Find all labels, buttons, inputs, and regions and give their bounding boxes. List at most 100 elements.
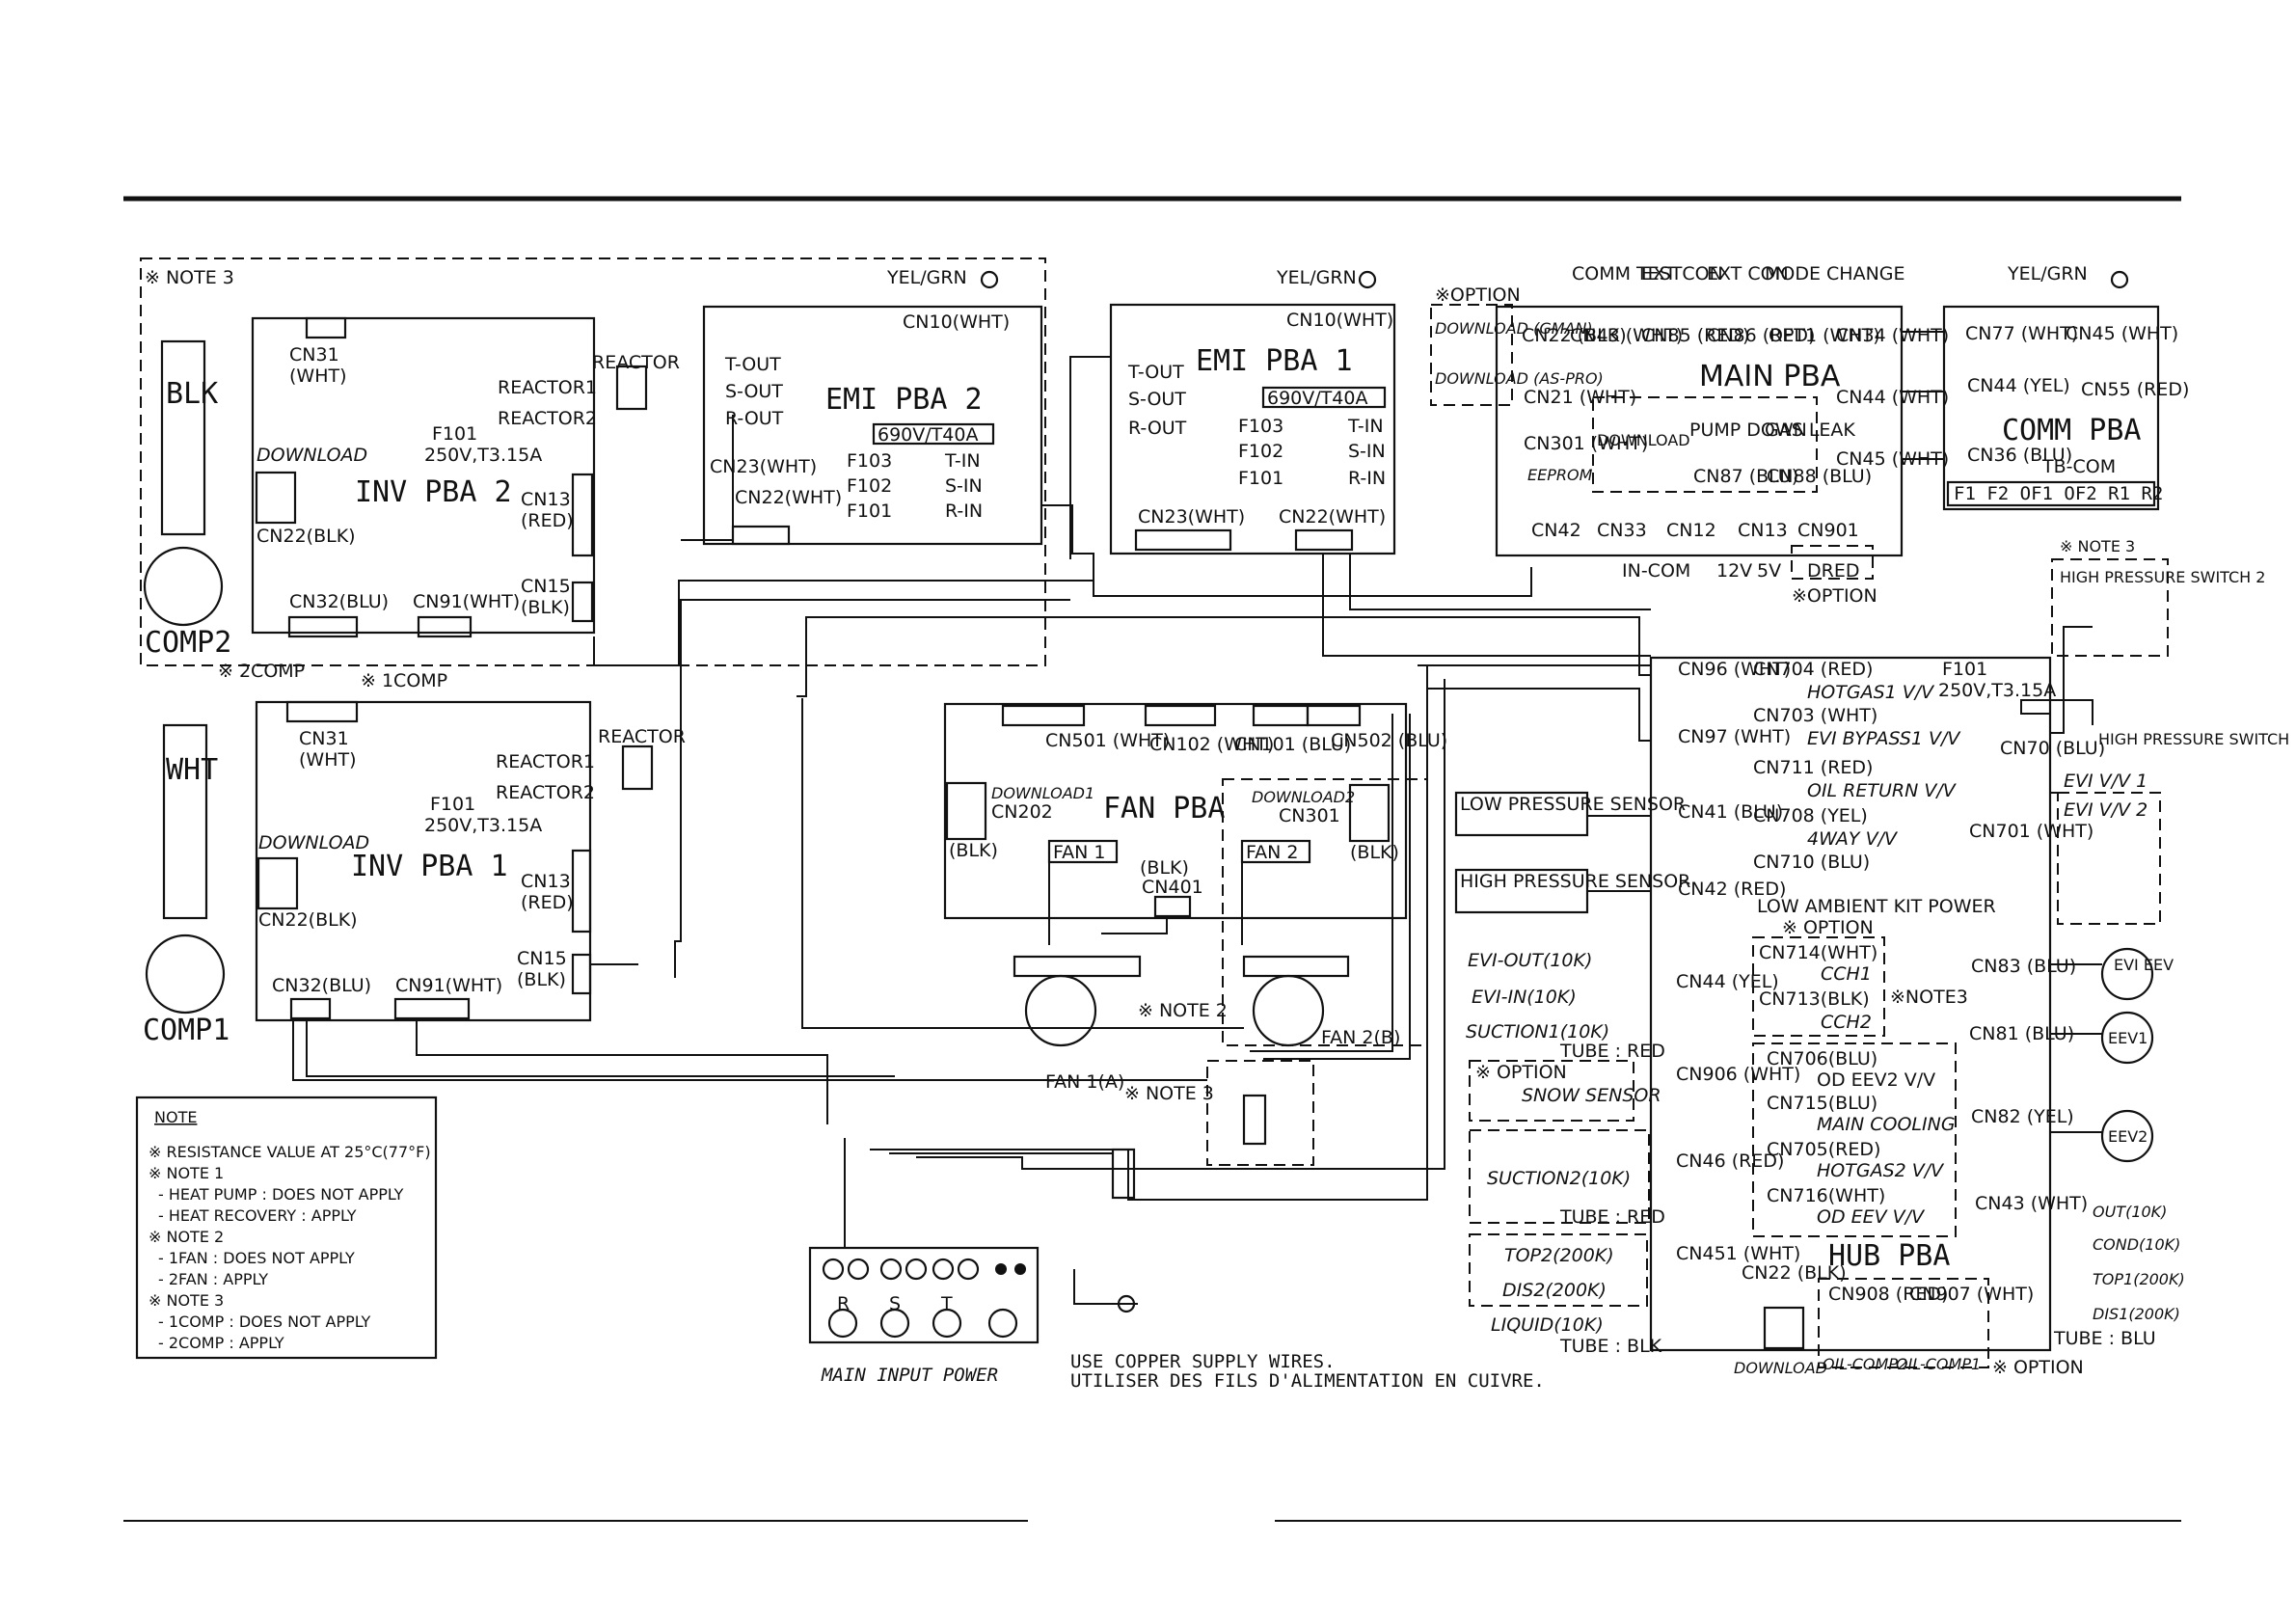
inv1-fuse: 250V,T3.15A <box>424 815 542 836</box>
hps2-region <box>2051 558 2169 657</box>
emi2-rating-box <box>872 422 995 446</box>
comp2-note: ※ 2COMP <box>218 661 305 682</box>
snow-option-region <box>1469 1060 1634 1122</box>
hub-cn710: CN710 (BLU) <box>1753 852 1870 873</box>
inv2-cn91-connector <box>417 615 473 638</box>
hub-4way: 4WAY V/V <box>1807 828 1899 850</box>
fan-cn501-connector <box>1001 704 1086 727</box>
emi1-s-in: S-IN <box>1348 441 1386 462</box>
emi2-r-out: R-OUT <box>725 408 784 429</box>
note-legend-title: NOTE <box>154 1108 197 1126</box>
fan-2-box <box>1240 839 1311 864</box>
emi-pba-1-board <box>1109 303 1396 555</box>
hub-cn703: CN703 (WHT) <box>1753 705 1877 726</box>
emi2-f101: F101 <box>847 501 892 522</box>
hub-cn83: CN83 (BLU) <box>1971 956 2076 977</box>
comm-cn44: CN44 (YEL) <box>1967 375 2070 396</box>
fan-cn102: CN102 (WHT) <box>1149 734 1274 755</box>
inv1-cn32-connector <box>289 997 332 1020</box>
inv1-download-connector <box>257 856 299 910</box>
emi-pba-2-board <box>702 305 1043 546</box>
comm-cn55: CN55 (RED) <box>2081 379 2189 400</box>
hub-cn706: CN706(BLU) <box>1767 1048 1877 1069</box>
main-comm-test: COMM TEST <box>1572 263 1683 284</box>
emi2-cn22: CN22(WHT) <box>735 487 842 508</box>
inv-pba-2-board <box>251 316 596 635</box>
hub-evi2: EVI V/V 2 <box>2064 799 2147 821</box>
emi2-s-out: S-OUT <box>725 381 783 402</box>
sensor-tube-blu: TUBE : BLU <box>2053 1328 2156 1349</box>
hps1-label: HIGH PRESSURE SWITCH 1 <box>2098 730 2296 748</box>
inv1-cn31-color: (WHT) <box>299 749 357 771</box>
sensor-cond: COND(10K) <box>2093 1235 2180 1254</box>
inv1-reactor: REACTOR <box>598 726 686 747</box>
fan-cn401-connector <box>1153 895 1192 918</box>
sensor-suction2: SUCTION2(10K) <box>1487 1168 1631 1189</box>
main-12v: 12V <box>1716 560 1752 582</box>
fan-cn501: CN501 (WHT) <box>1045 730 1170 751</box>
fan-cn502: CN502 (BLU) <box>1331 730 1447 751</box>
comm-pba-title: COMM PBA <box>2002 414 2142 447</box>
hub-evi-bypass: EVI BYPASS1 V/V <box>1807 728 1961 749</box>
main-dred-option: ※OPTION <box>1792 585 1877 607</box>
note-legend-line: ※ NOTE 1 <box>149 1164 224 1182</box>
fan2-terminal <box>1242 955 1350 978</box>
hub-cn704: CN704 (RED) <box>1753 659 1873 680</box>
fan-pba-title: FAN PBA <box>1103 792 1225 826</box>
copper-en: USE COPPER SUPPLY WIRES. <box>1070 1351 1336 1372</box>
inv2-reactor2: REACTOR2 <box>498 408 597 429</box>
hub-cn22: CN22 (BLK) <box>1742 1262 1847 1284</box>
main-gman: DOWNLOAD (GMAN) <box>1435 319 1593 338</box>
hub-oil-comp2: OIL-COMP2 <box>1823 1355 1907 1373</box>
hub-pba-board <box>1649 656 2052 1352</box>
hub-option: ※ OPTION <box>1782 917 1874 938</box>
emi2-r-in: R-IN <box>945 501 983 522</box>
hub-cch2: CCH2 <box>1821 1012 1872 1033</box>
hub-evi1: EVI V/V 1 <box>2064 771 2147 792</box>
hps2-note3: ※ NOTE 3 <box>2060 537 2135 555</box>
fan-download1: DOWNLOAD1 <box>991 784 1094 802</box>
note-legend-line: - 2FAN : APPLY <box>158 1270 268 1288</box>
main-ext-con-1: EXT CON <box>1641 263 1723 284</box>
emi2-t-in: T-IN <box>944 450 981 472</box>
hub-low-ambient: LOW AMBIENT KIT POWER <box>1757 896 1996 917</box>
comm-yelgrn: YEL/GRN <box>2007 263 2088 284</box>
hub-cn701: CN701 (WHT) <box>1969 821 2093 842</box>
sensor-out: OUT(10K) <box>2093 1203 2167 1221</box>
emi1-s-out: S-OUT <box>1128 389 1186 410</box>
hub-cn705: CN705(RED) <box>1767 1139 1880 1160</box>
fan1-label: FAN 1(A) <box>1045 1071 1124 1093</box>
inv2-cn13-connector <box>571 473 594 557</box>
main-cn901: CN901 <box>1797 520 1859 541</box>
main-cn301: CN301 (WHT) <box>1524 433 1648 454</box>
hub-oil-region <box>1818 1278 1989 1368</box>
emi2-yelgrn: YEL/GRN <box>886 267 967 288</box>
note2-label: ※ NOTE 2 <box>1138 1000 1228 1021</box>
inv1-cn15: CN15 <box>517 948 567 969</box>
inv2-cn13: CN13 <box>521 489 571 510</box>
inv2-cn22: CN22(BLK) <box>257 526 356 547</box>
note3-mid-connector <box>1242 1094 1267 1146</box>
emi1-t-in: T-IN <box>1347 416 1384 437</box>
inv1-cn22: CN22(BLK) <box>258 909 358 931</box>
emi1-cn23-connector <box>1134 528 1232 552</box>
note3-top-label: ※ NOTE 3 <box>145 267 234 288</box>
comp1-wht-label: WHT <box>166 753 218 787</box>
inv1-cn31: CN31 <box>299 728 349 749</box>
comm-cn77: CN77 (WHT) <box>1965 323 2078 344</box>
main-cn86: CN86 (RED) <box>1707 325 1815 346</box>
emi1-cn22-connector <box>1294 528 1354 552</box>
evi-eev-icon <box>2100 947 2154 1001</box>
fan-cn301-color: (BLK) <box>1350 842 1399 863</box>
main-5v: 5V <box>1757 560 1781 582</box>
comm-terminal-strip <box>1946 480 2156 507</box>
emi2-f102: F102 <box>847 475 892 497</box>
snow-option: ※ OPTION <box>1475 1062 1567 1083</box>
main-opt1: OPT1 (WHT) <box>1769 325 1880 346</box>
eev1-label: EEV1 <box>2108 1029 2147 1047</box>
hub-fuse: 250V,T3.15A <box>1938 680 2056 701</box>
sensor-suction1: SUCTION1(10K) <box>1466 1021 1609 1042</box>
sensor-tube-red-1: TUBE : RED <box>1559 1041 1665 1062</box>
note-legend-box <box>135 1096 438 1360</box>
main-input-power: MAIN INPUT POWER <box>821 1365 998 1386</box>
